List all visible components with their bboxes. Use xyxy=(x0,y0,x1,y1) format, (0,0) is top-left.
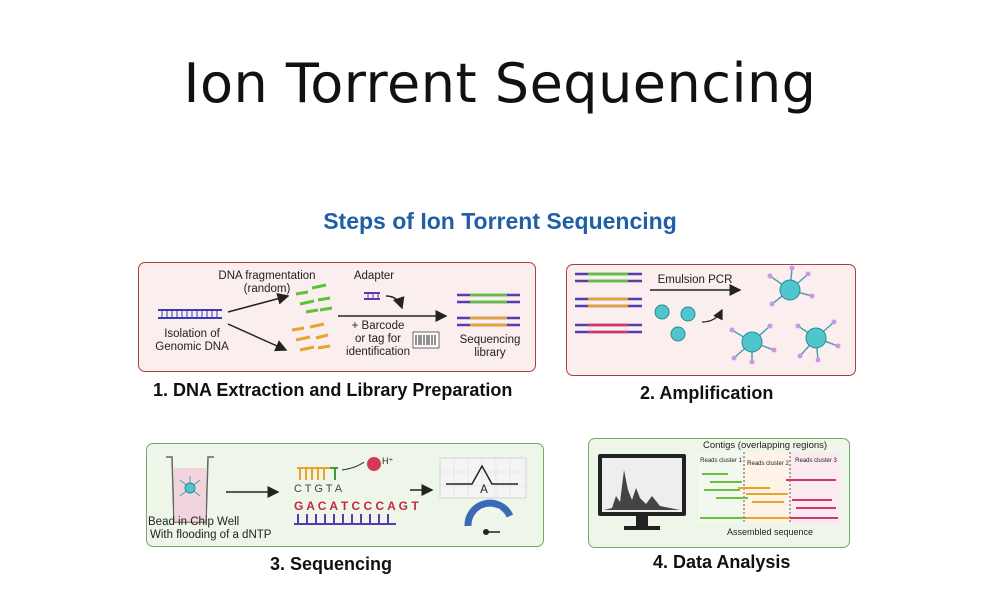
diagram-subtitle: Steps of Ion Torrent Sequencing xyxy=(323,208,677,234)
step-3-caption: 3. Sequencing xyxy=(270,554,393,574)
adapter-icon xyxy=(364,292,380,300)
page-title: Ion Torrent Sequencing xyxy=(183,52,817,115)
chip-well-icon xyxy=(166,456,214,523)
bead-label: Bead in Chip Well xyxy=(148,516,240,528)
assembled-label: Assembled sequence xyxy=(726,527,814,537)
nucleotide-strand-icon xyxy=(294,457,396,525)
hydrogen-label: H⁺ xyxy=(382,456,394,466)
barcode-label-1: + Barcode xyxy=(351,320,405,332)
bead-arrow xyxy=(701,308,723,323)
arrow-fragment-up xyxy=(227,292,290,313)
step-1-caption: 1. DNA Extraction and Library Preparatio… xyxy=(153,380,513,400)
cluster-1-label: Reads cluster 1 xyxy=(700,458,742,464)
template-strands-icon xyxy=(575,272,642,334)
small-beads-icon xyxy=(654,304,696,342)
genomic-dna-icon xyxy=(158,309,222,319)
orange-fragments-icon xyxy=(291,322,331,352)
strand-bottom-label: G A C A T C C C A G T xyxy=(294,499,419,513)
cluster-2-label: Reads cluster 2 xyxy=(747,461,789,467)
dial-icon xyxy=(464,499,514,535)
library-label: Sequencing xyxy=(459,334,521,346)
adapter-label: Adapter xyxy=(353,270,395,282)
amplified-beads-icon xyxy=(729,265,841,365)
cluster-3-label: Reads cluster 3 xyxy=(795,458,837,464)
adapter-arrow xyxy=(385,295,405,310)
isolation-label: Isolation of xyxy=(164,328,220,340)
sequencing-library-icon xyxy=(457,293,520,327)
barcode-label-3: identification xyxy=(346,346,410,358)
fragmentation-sublabel: (random) xyxy=(243,283,291,295)
dial-label: A T G C xyxy=(479,509,501,515)
contig-assembly-icon xyxy=(698,452,840,524)
contigs-label: Contigs (overlapping regions) xyxy=(702,440,828,451)
step-2-caption: 2. Amplification xyxy=(640,383,774,403)
emulsion-pcr-label: Emulsion PCR xyxy=(657,274,733,286)
barcode-label-2: or tag for xyxy=(354,333,402,345)
step-4-caption: 4. Data Analysis xyxy=(653,552,791,572)
green-fragments-icon xyxy=(295,283,333,314)
computer-monitor-icon xyxy=(598,454,686,530)
barcode-icon xyxy=(412,331,440,349)
fragmentation-label: DNA fragmentation xyxy=(218,270,316,282)
library-sublabel: library xyxy=(474,347,506,359)
peak-label: A xyxy=(480,484,488,496)
strand-top-label: C T G T A xyxy=(294,483,343,495)
arrow-fragment-down xyxy=(227,323,288,352)
isolation-sublabel: Genomic DNA xyxy=(155,341,229,353)
bead-sublabel: With flooding of a dNTP xyxy=(150,529,272,541)
signal-peak-icon xyxy=(439,457,527,499)
